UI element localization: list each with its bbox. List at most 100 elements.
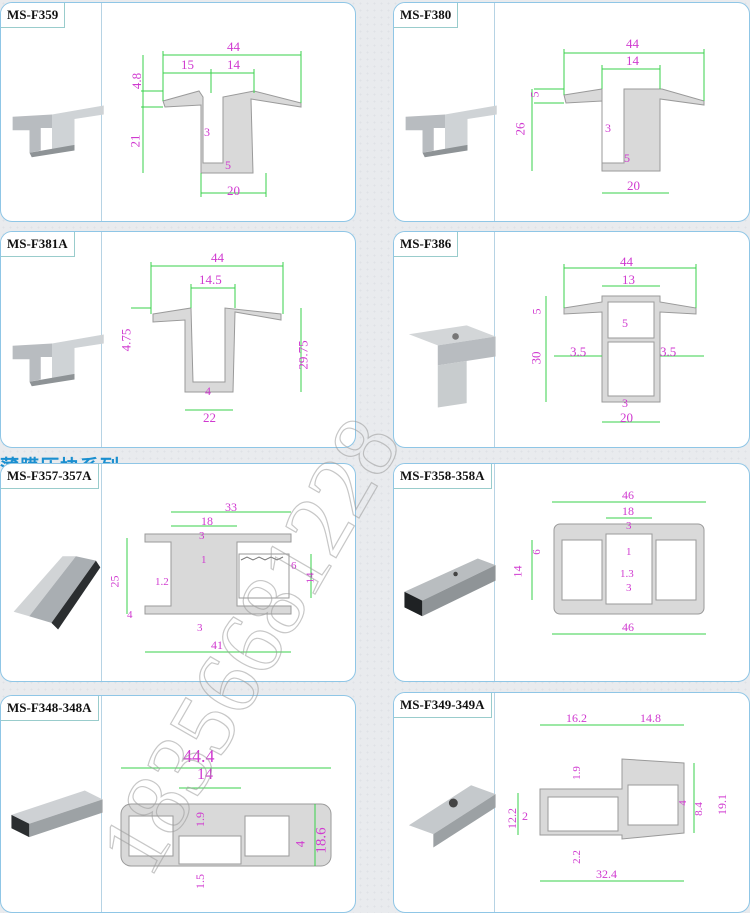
dimension-c: 3 xyxy=(199,530,205,542)
dimension-a: 44 xyxy=(626,36,639,51)
profile-drawing xyxy=(545,264,704,423)
dimension-g: 5 xyxy=(225,158,231,172)
dimension-i: 2.2 xyxy=(570,850,583,864)
product-photo xyxy=(408,325,496,408)
dimension-b: 18 xyxy=(622,504,634,518)
dimension-c: 5 xyxy=(529,308,544,315)
dimension-e: 18.6 xyxy=(313,827,330,854)
dimension-d: 5 xyxy=(622,316,628,330)
profile-drawing xyxy=(517,724,695,882)
dimension-h: 3 xyxy=(626,582,632,594)
dimension-f: 22 xyxy=(203,410,216,425)
dimension-e: 2 xyxy=(522,809,528,823)
product-photo xyxy=(12,334,104,387)
dimension-k: 41 xyxy=(211,638,223,652)
dimension-c: 5 xyxy=(527,91,542,98)
product-photo-column xyxy=(1,696,103,912)
product-photo xyxy=(11,790,103,838)
dimension-c: 1.9 xyxy=(570,766,583,780)
product-photo-column xyxy=(394,232,496,447)
dimension-i: 20 xyxy=(620,410,633,425)
dimension-a: 44 xyxy=(620,254,633,269)
dimension-f: 4 xyxy=(676,800,689,806)
product-photo-column xyxy=(1,232,104,447)
profile-drawing xyxy=(120,767,332,867)
product-photo-column xyxy=(394,464,496,681)
dimension-j: 32.4 xyxy=(596,867,617,881)
dimension-h: 20 xyxy=(227,183,240,198)
dimension-e: 3 xyxy=(605,121,611,135)
dimension-f: 5 xyxy=(624,151,630,165)
dimension-f: 3.5 xyxy=(570,344,587,359)
dimension-d: 4 xyxy=(292,840,308,848)
model-label: MS-F358-358A xyxy=(394,464,492,489)
drawing-area: 44 15 14 4.8 21 3 5 20 xyxy=(101,3,355,221)
dimension-a: 44 xyxy=(211,250,224,265)
product-card-f386: MS-F386 44 13 5 5 30 3.5 3.5 3 20 xyxy=(393,231,750,448)
dimension-d: 26 xyxy=(512,122,528,136)
dimension-c: 1.9 xyxy=(193,812,207,827)
profile-drawing xyxy=(531,501,706,635)
dimension-h: 3 xyxy=(622,396,628,410)
dimension-a: 46 xyxy=(622,488,634,502)
dimension-c: 4.75 xyxy=(118,328,134,352)
dimension-d: 1 xyxy=(201,554,207,566)
dimension-b: 15 xyxy=(181,57,194,72)
product-photo xyxy=(404,558,496,617)
profile-drawing xyxy=(531,49,705,194)
dimension-d: 12.2 xyxy=(505,808,519,829)
product-card-f349: MS-F349-349A 16.2 14.8 1.9 12.2 2 4 8.4 … xyxy=(393,692,750,913)
dimension-b: 13 xyxy=(622,272,635,287)
product-photo xyxy=(13,556,101,630)
drawing-area: 44 13 5 5 30 3.5 3.5 3 20 xyxy=(494,232,749,447)
drawing-area: 44.4 14 1.9 4 18.6 1.5 xyxy=(101,696,355,912)
product-card-f358: MS-F358-358A 46 18 3 6 14 1 1.3 3 46 xyxy=(393,463,750,682)
dimension-f: 3 xyxy=(204,125,210,139)
product-photo xyxy=(405,105,497,158)
model-label: MS-F348-348A xyxy=(1,696,99,721)
dimension-a: 33 xyxy=(225,500,237,514)
product-card-f357: MS-F357-357A 33 18 3 1 25 1.2 6 14 4 3 4… xyxy=(0,463,356,682)
dimension-f: 1.5 xyxy=(193,874,207,889)
product-photo-column xyxy=(394,693,496,912)
dimension-h: 14 xyxy=(304,572,317,584)
dimension-a: 44 xyxy=(227,39,240,54)
dimension-e: 21 xyxy=(127,134,143,148)
dimension-b: 18 xyxy=(201,514,213,528)
model-label: MS-F386 xyxy=(394,232,459,257)
dimension-i: 4 xyxy=(127,609,133,621)
dimension-a: 16.2 xyxy=(566,711,587,725)
product-card-f348: MS-F348-348A 44.4 14 1.9 4 18.6 1.5 xyxy=(0,695,356,913)
drawing-area: 44 14 5 26 3 5 20 xyxy=(494,3,749,221)
model-label: MS-F349-349A xyxy=(394,693,492,718)
profile-drawing xyxy=(141,51,302,197)
dimension-b: 14.8 xyxy=(640,711,661,725)
dimension-f: 1.2 xyxy=(155,576,169,588)
model-label: MS-F380 xyxy=(394,3,459,28)
profile-drawing xyxy=(131,262,302,411)
dimension-e: 14 xyxy=(510,565,525,578)
product-photo-column xyxy=(1,3,104,221)
drawing-area: 33 18 3 1 25 1.2 6 14 4 3 41 xyxy=(101,464,355,681)
dimension-d: 4.8 xyxy=(129,72,145,90)
dimension-e: 4 xyxy=(205,384,211,398)
product-photo xyxy=(12,105,104,158)
dimension-f: 1 xyxy=(626,546,632,558)
dimension-d: 6 xyxy=(530,549,543,555)
dimension-j: 3 xyxy=(197,622,203,634)
product-photo xyxy=(408,785,496,848)
dimension-g: 20 xyxy=(627,178,640,193)
dimension-b: 14 xyxy=(626,53,639,68)
dimension-a: 44.4 xyxy=(183,746,215,766)
dimension-g: 1.3 xyxy=(620,568,634,580)
dimension-c: 3 xyxy=(626,520,632,532)
dimension-e: 30 xyxy=(528,351,544,365)
drawing-area: 44 14.5 4.75 29.75 4 22 xyxy=(101,232,355,447)
dimension-g: 3.5 xyxy=(660,344,677,359)
product-card-f381a: MS-F381A 44 14.5 4.75 29.75 4 22 xyxy=(0,231,356,448)
dimension-g: 8.4 xyxy=(692,802,705,816)
model-label: MS-F381A xyxy=(1,232,75,257)
dimension-c: 14 xyxy=(227,57,240,72)
dimension-b: 14.5 xyxy=(199,272,222,287)
drawing-area: 46 18 3 6 14 1 1.3 3 46 xyxy=(494,464,749,681)
